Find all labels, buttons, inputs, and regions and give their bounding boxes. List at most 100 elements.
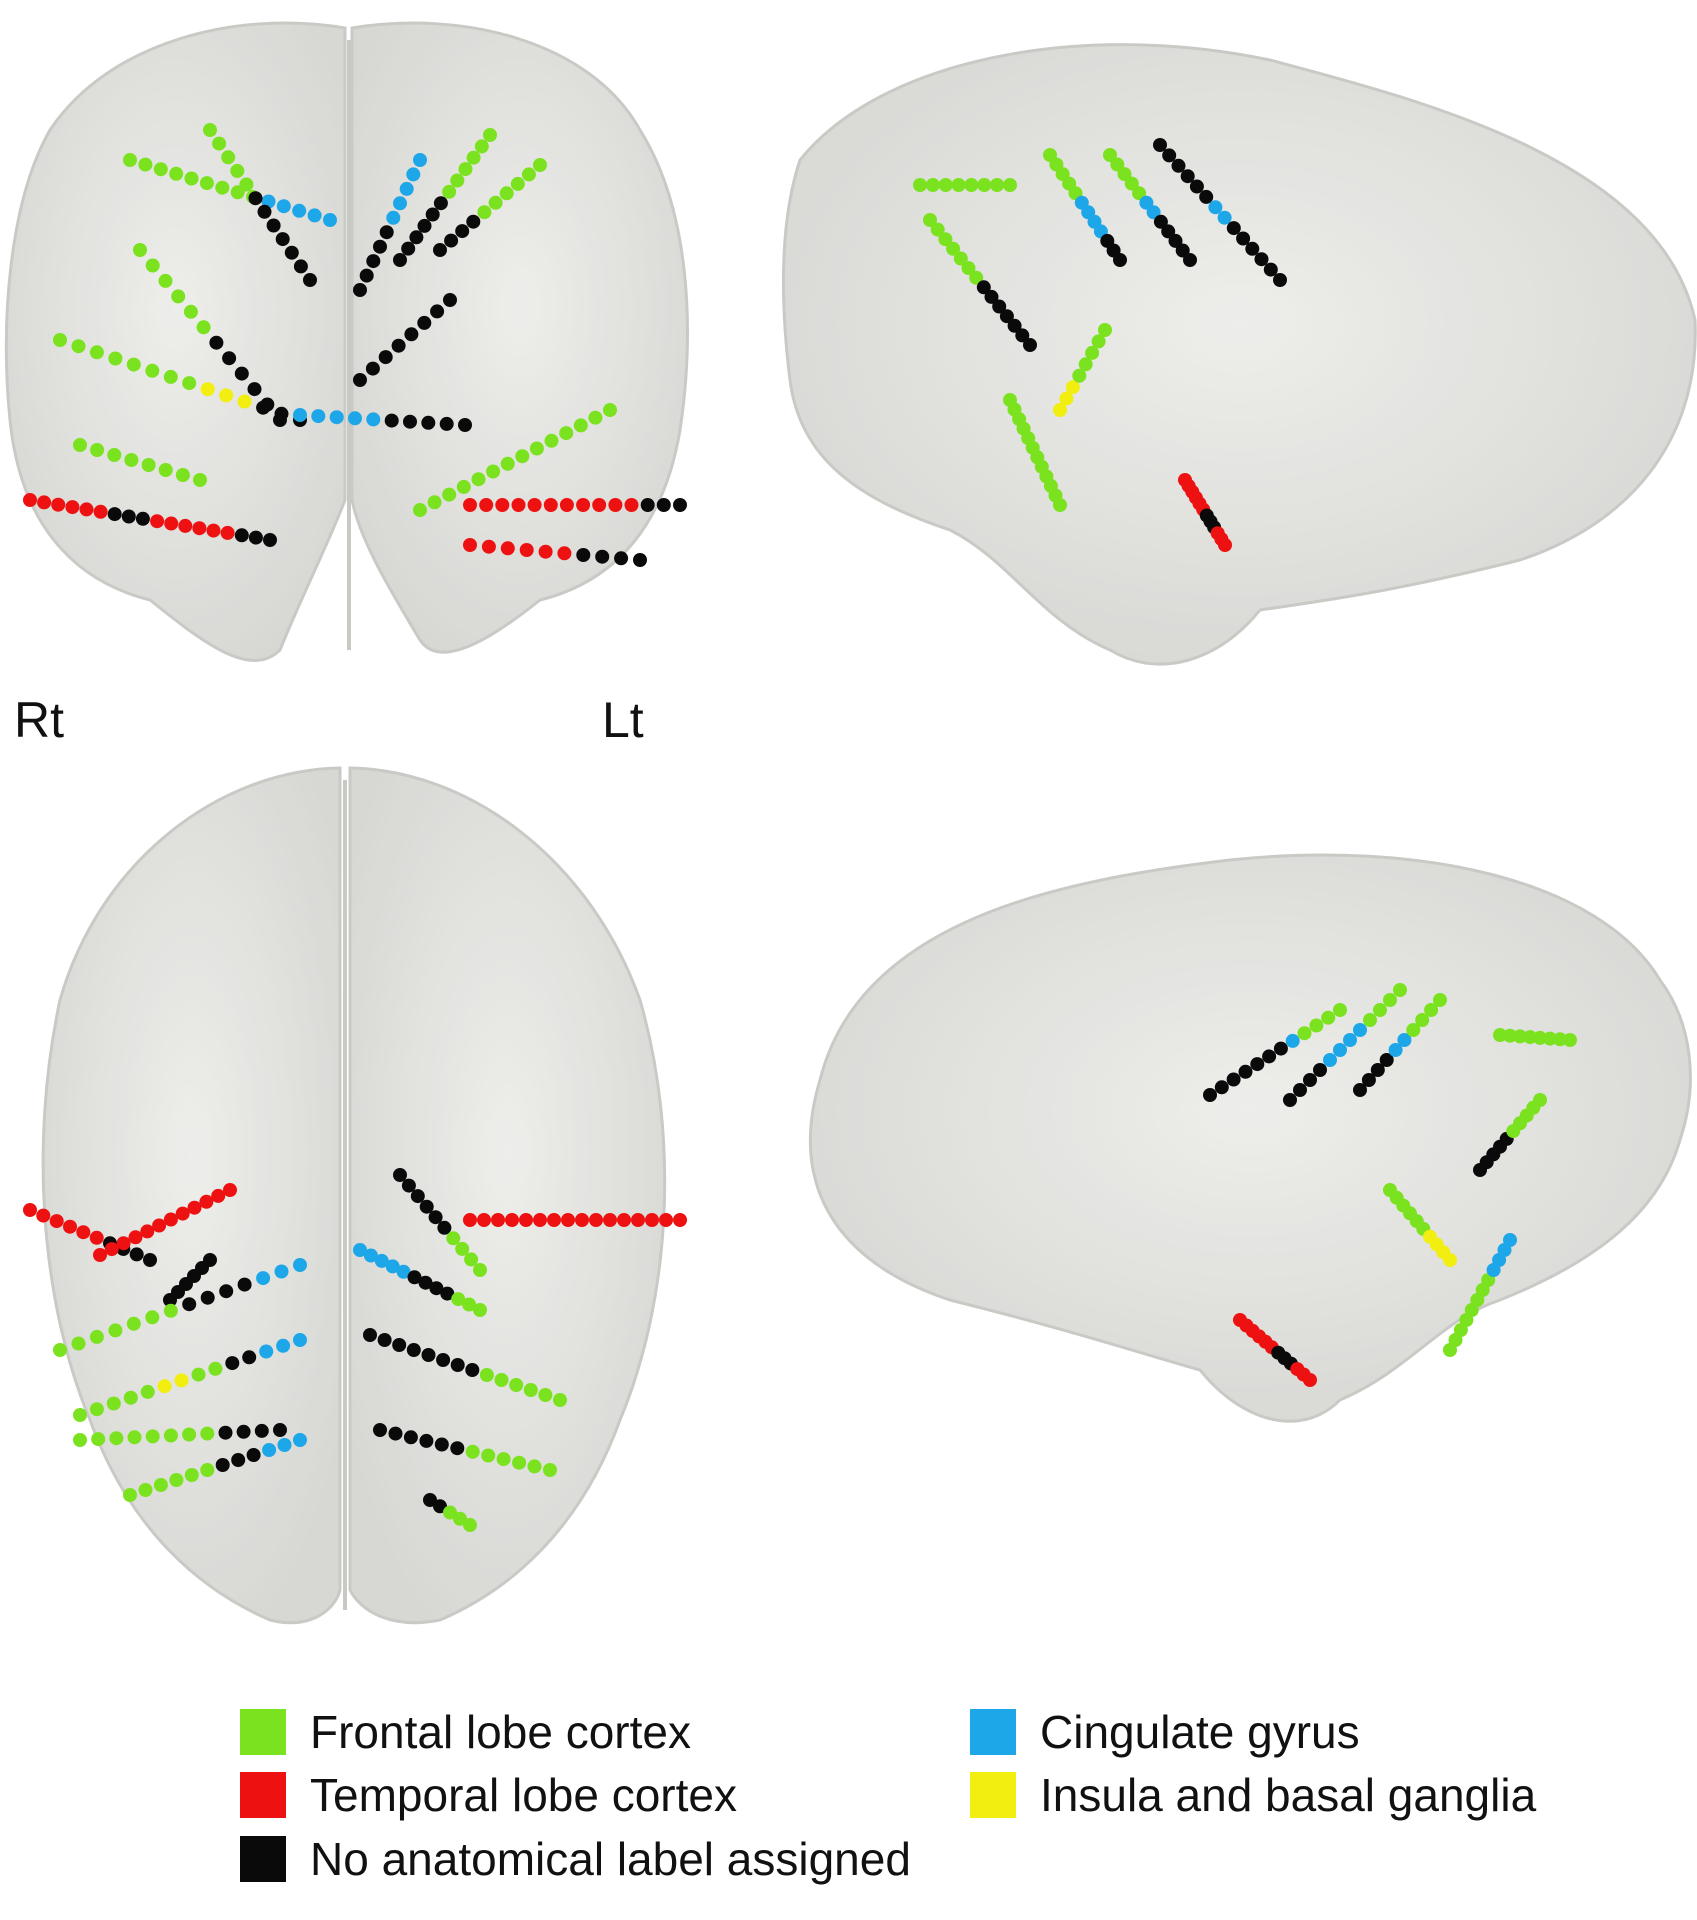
electrode-contact	[543, 498, 558, 512]
electrode-contact	[266, 218, 281, 233]
electrode-contact	[23, 493, 37, 507]
electrode-contact	[1139, 195, 1154, 210]
electrode-contact	[1388, 1043, 1403, 1057]
electrode-contact	[262, 1443, 277, 1457]
electrode-contact	[1059, 391, 1074, 406]
electrode-contact	[462, 1297, 477, 1312]
electrode-contact	[1132, 186, 1147, 201]
electrode-contact	[211, 1188, 226, 1203]
legend-label-temporal: Temporal lobe cortex	[310, 1769, 737, 1821]
electrode-contact	[196, 320, 211, 335]
electrode-contact	[200, 1463, 215, 1477]
electrode-contact	[1285, 1033, 1300, 1048]
electrode-contact	[49, 1214, 64, 1229]
electrode-contact	[436, 1353, 451, 1367]
electrode-contact	[1171, 158, 1186, 173]
electrode-contact	[275, 232, 290, 247]
electrode-contact	[483, 128, 497, 142]
electrode-contact	[403, 414, 417, 429]
electrode-contact	[93, 1248, 107, 1262]
electrode-contact	[455, 224, 470, 239]
electrode-contact	[209, 335, 224, 350]
electrode-contact	[200, 1290, 215, 1305]
electrode-contact	[1023, 338, 1037, 352]
electrode-contact	[163, 1303, 178, 1318]
electrode-contact	[533, 158, 547, 172]
electrode-contact	[1353, 1023, 1367, 1037]
electrode-contact	[307, 208, 322, 223]
electrode-contact	[163, 1212, 178, 1227]
electrode-contact	[505, 1213, 519, 1227]
electrode-contact	[1313, 1063, 1327, 1077]
electrode-contact	[359, 268, 374, 283]
electrode-contact	[163, 369, 178, 384]
electrode-contact	[273, 1423, 287, 1437]
electrode-contact	[218, 1425, 233, 1440]
electrode-contact	[1183, 253, 1197, 267]
electrode-contact	[200, 382, 215, 397]
electrode-contact	[419, 1433, 434, 1448]
electrode-contact	[543, 1463, 557, 1477]
electrode-contact	[199, 176, 214, 191]
electrode-contact	[1208, 200, 1223, 215]
electrode-contact	[182, 1297, 197, 1312]
electrode-contact	[1226, 1072, 1241, 1087]
electrode-contact	[547, 1213, 561, 1227]
electrode-contact	[277, 1438, 292, 1452]
electrode-contact	[263, 533, 277, 547]
electrode-contact	[491, 1213, 505, 1227]
electrode-contact	[407, 1270, 422, 1285]
electrode-contact	[303, 273, 317, 287]
electrode-contact	[230, 163, 245, 178]
electrode-contact	[222, 351, 237, 366]
electrode-contact	[529, 441, 544, 456]
electrode-contact	[410, 1189, 425, 1204]
electrode-contact	[385, 1259, 400, 1274]
electrode-contact	[464, 1252, 479, 1267]
electrode-contact	[127, 1430, 142, 1445]
electrode-contact	[1254, 252, 1269, 267]
electrode-contact	[1103, 148, 1117, 162]
electrode-contact	[510, 176, 525, 191]
electrode-contact	[1091, 334, 1106, 349]
electrode-contact	[128, 1230, 143, 1245]
electrode-contact	[200, 1426, 215, 1441]
electrode-contact	[121, 509, 136, 524]
electrode-contact	[1297, 1026, 1312, 1041]
electrode-contact	[237, 1277, 252, 1292]
electrode-contact	[353, 1243, 367, 1257]
electrode-contact	[203, 123, 217, 137]
electrode-contact	[519, 543, 534, 557]
electrode-contact	[1117, 167, 1132, 182]
electrode-contact	[108, 1323, 123, 1338]
electrode-contact	[427, 495, 442, 510]
electrode-contact	[106, 1396, 121, 1411]
electrode-contact	[1189, 179, 1204, 194]
electrode-contact	[53, 333, 67, 347]
electrode-contact	[138, 1483, 153, 1497]
electrode-contact	[433, 196, 448, 211]
electrode-contact	[93, 504, 108, 519]
electrode-contact	[150, 514, 165, 529]
electrode-contact	[184, 171, 199, 186]
electrode-contact	[595, 549, 610, 564]
legend-item-cingulate: Cingulate gyrus	[970, 1705, 1360, 1759]
legend-label-unlabeled: No anatomical label assigned	[310, 1833, 911, 1885]
electrode-contact	[430, 304, 445, 319]
electrode-contact	[401, 1178, 416, 1193]
electrode-contact	[673, 498, 687, 512]
electrode-contact	[1203, 1088, 1217, 1102]
electrode-contact	[256, 400, 271, 415]
electrode-contact	[473, 1303, 487, 1317]
electrode-contact	[1433, 993, 1447, 1007]
electrode-contact	[225, 1356, 240, 1371]
electrode-contact	[446, 1231, 461, 1246]
coronal-brain-right-hemisphere	[4, 21, 347, 662]
electrode-contact	[73, 1433, 87, 1447]
electrode-contact	[1263, 262, 1278, 277]
electrode-contact	[1085, 345, 1100, 360]
electrode-contact	[465, 1444, 480, 1459]
electrode-contact	[107, 448, 122, 462]
electrode-contact	[1503, 1028, 1517, 1043]
electrode-contact	[645, 1213, 659, 1227]
